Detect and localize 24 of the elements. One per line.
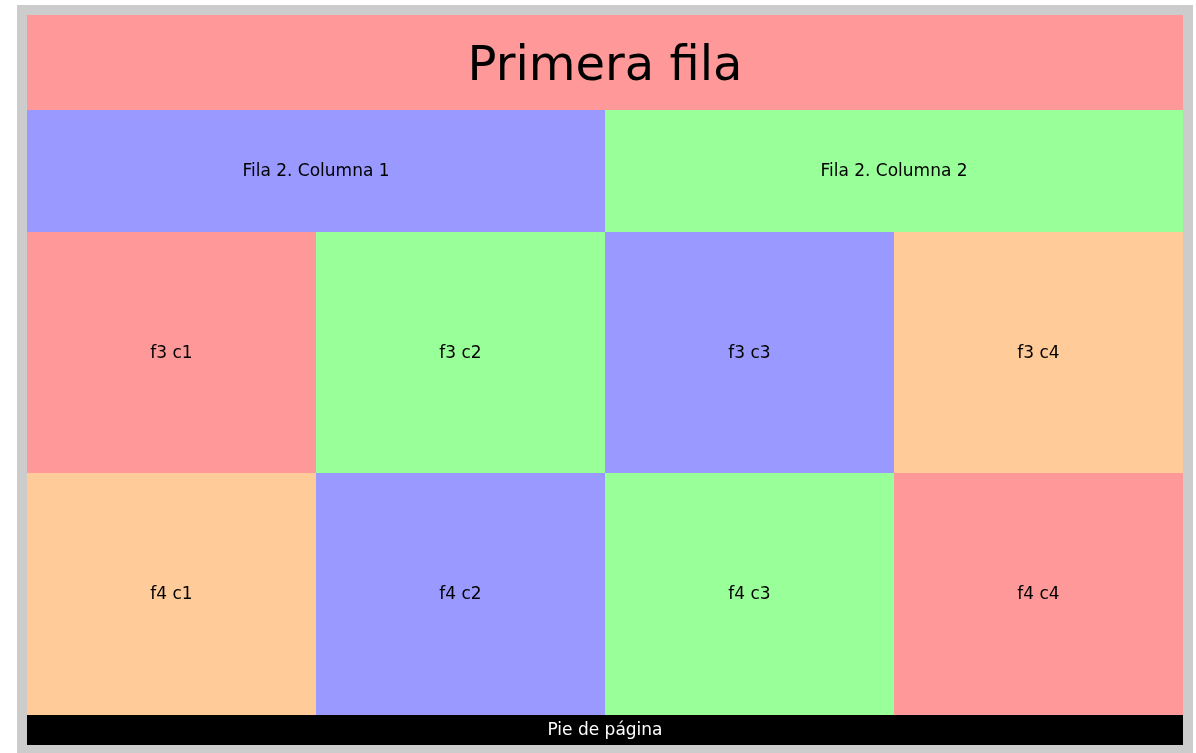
grid-cell xyxy=(27,232,316,473)
grid-cell xyxy=(605,110,1183,232)
grid-cell xyxy=(27,473,316,715)
grid-cell xyxy=(27,110,605,232)
grid-cell xyxy=(605,473,894,715)
cell-label: Primera fila xyxy=(467,33,743,93)
cell-label: f4 c2 xyxy=(439,583,482,605)
grid-cell xyxy=(316,473,605,715)
cell-label: f3 c4 xyxy=(1017,341,1060,364)
cell-label: f4 c4 xyxy=(1017,583,1060,605)
cell-label: f3 c2 xyxy=(439,341,482,364)
header-band xyxy=(27,15,1183,110)
grid-cell xyxy=(316,232,605,473)
grid-cell xyxy=(894,473,1183,715)
cell-label: f4 c3 xyxy=(728,583,771,605)
grid-cell xyxy=(894,232,1183,473)
cell-label: Fila 2. Columna 2 xyxy=(820,160,968,182)
cell-label: f4 c1 xyxy=(150,583,193,605)
footer-bar xyxy=(27,715,1183,745)
grid-cell xyxy=(605,232,894,473)
cell-label: Fila 2. Columna 1 xyxy=(242,160,390,182)
cell-label: Pie de página xyxy=(547,719,663,741)
cell-label: f3 c1 xyxy=(150,341,193,364)
cell-label: f3 c3 xyxy=(728,341,771,364)
